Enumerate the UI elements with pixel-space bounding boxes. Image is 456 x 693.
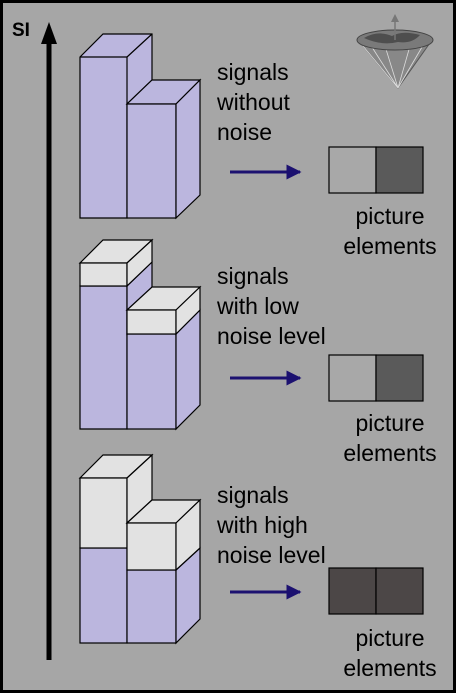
- axis-label: SI: [12, 20, 30, 41]
- description-line: signals: [217, 59, 289, 85]
- diagram-art: [41, 14, 434, 660]
- panel-1-caption: picture elements: [335, 201, 445, 261]
- panel-3-caption: picture elements: [335, 623, 445, 683]
- picture-elements-2: [328, 354, 424, 402]
- bar-stack-low-noise: [78, 238, 202, 431]
- caption-line: elements: [343, 440, 437, 466]
- bar-stack-high-noise: [78, 453, 202, 645]
- panel-1-description: signals without noise: [217, 57, 417, 147]
- description-line: with high: [217, 512, 308, 538]
- description-line: signals: [217, 263, 289, 289]
- caption-line: picture: [355, 410, 425, 436]
- panel-3-description: signals with high noise level: [217, 480, 417, 570]
- caption-line: elements: [343, 655, 437, 681]
- bar-stack-no-noise: [79, 33, 202, 220]
- picture-elements-1: [328, 146, 424, 194]
- panel-2-caption: picture elements: [335, 408, 445, 468]
- description-line: signals: [217, 482, 289, 508]
- description-line: noise: [217, 119, 272, 145]
- caption-line: elements: [343, 233, 437, 259]
- caption-line: picture: [355, 625, 425, 651]
- globe-icon: [356, 14, 434, 89]
- description-line: noise level: [217, 323, 326, 349]
- picture-elements-3: [328, 567, 424, 615]
- panel-2-description: signals with low noise level: [217, 261, 417, 351]
- description-line: without: [217, 89, 290, 115]
- si-axis: [41, 22, 57, 660]
- description-line: noise level: [217, 542, 326, 568]
- description-line: with low: [217, 293, 299, 319]
- caption-line: picture: [355, 203, 425, 229]
